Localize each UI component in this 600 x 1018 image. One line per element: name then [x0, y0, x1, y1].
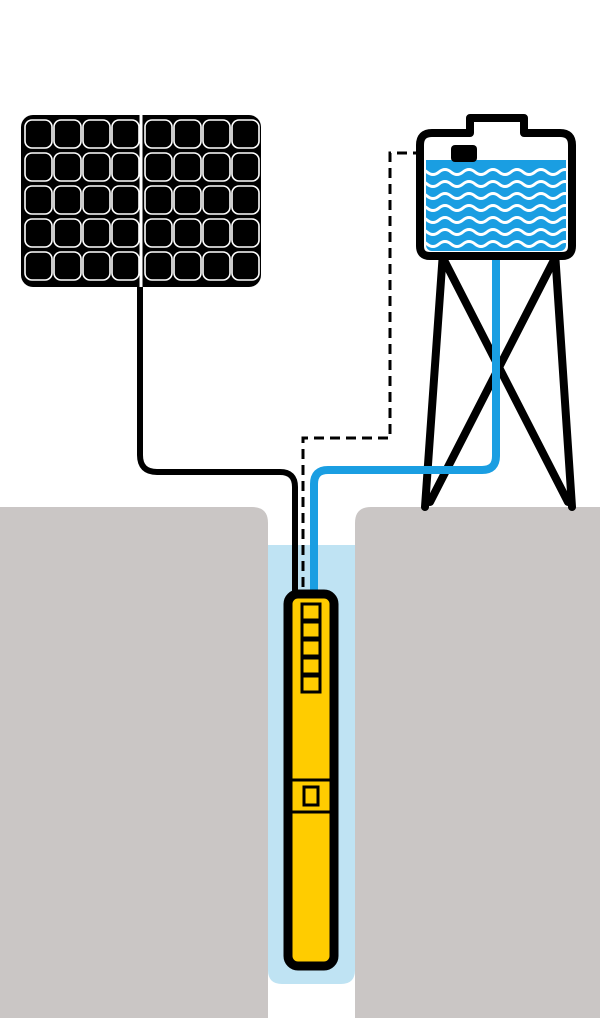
solar-cell [144, 152, 173, 182]
solar-cell [24, 152, 53, 182]
solar-cell [144, 218, 173, 248]
solar-cell [202, 251, 231, 281]
tank-wave-line [426, 228, 566, 236]
solar-cell [24, 119, 53, 149]
solar-cell [202, 185, 231, 215]
solar-cell [53, 152, 82, 182]
solar-cell [202, 152, 231, 182]
submersible-pump [283, 589, 339, 971]
solar-cell [82, 152, 111, 182]
solar-cell [53, 185, 82, 215]
solar-cell [111, 152, 140, 182]
tower-leg-right [551, 248, 576, 511]
tank-wave-line [426, 168, 566, 176]
tank-wave-line [426, 216, 566, 224]
tank-wave-line [426, 180, 566, 188]
pump-cell [300, 674, 322, 694]
solar-cell [24, 251, 53, 281]
solar-cell [231, 251, 260, 281]
tower-brace [441, 258, 572, 506]
tower-leg-left [421, 248, 447, 511]
solar-cell [24, 185, 53, 215]
water-tower [421, 248, 576, 511]
power-cable [137, 285, 298, 598]
solar-cell [82, 185, 111, 215]
solar-cell [173, 251, 202, 281]
solar-cell [24, 218, 53, 248]
solar-cell [111, 185, 140, 215]
solar-cell [231, 119, 260, 149]
pump-upper-cells [300, 602, 322, 694]
solar-cell [82, 218, 111, 248]
solar-cell [173, 119, 202, 149]
solar-cell [144, 251, 173, 281]
solar-cell [144, 185, 173, 215]
solar-cell [144, 119, 173, 149]
tank-wave-line [426, 204, 566, 212]
solar-cell [231, 185, 260, 215]
pump-cell [300, 656, 322, 676]
water-pipe [310, 250, 500, 598]
solar-cell [82, 251, 111, 281]
solar-cell [202, 218, 231, 248]
tank-wave-line [426, 240, 566, 248]
solar-cell [231, 218, 260, 248]
solar-cell [53, 251, 82, 281]
ground [0, 507, 600, 1018]
solar-cell [82, 119, 111, 149]
solar-cell [202, 119, 231, 149]
pump-cell [300, 620, 322, 640]
water-tank [416, 114, 576, 260]
solar-cell [173, 185, 202, 215]
tower-brace [426, 258, 557, 506]
solar-cell [231, 152, 260, 182]
solar-cell [111, 251, 140, 281]
solar-panel [21, 115, 261, 287]
ground-left [0, 507, 268, 1018]
tank-water-waves [426, 160, 566, 251]
solar-cell [111, 119, 140, 149]
solar-cell [173, 218, 202, 248]
float-switch [451, 145, 477, 162]
solar-cell [53, 119, 82, 149]
solar-cell [53, 218, 82, 248]
tank-wave-line [426, 192, 566, 200]
solar-cell [111, 218, 140, 248]
pump-motor-box [302, 785, 320, 807]
solar-cells [24, 119, 260, 281]
solar-cell [173, 152, 202, 182]
pump-cell [300, 638, 322, 658]
pump-cell [300, 602, 322, 622]
ground-right [355, 507, 600, 1018]
